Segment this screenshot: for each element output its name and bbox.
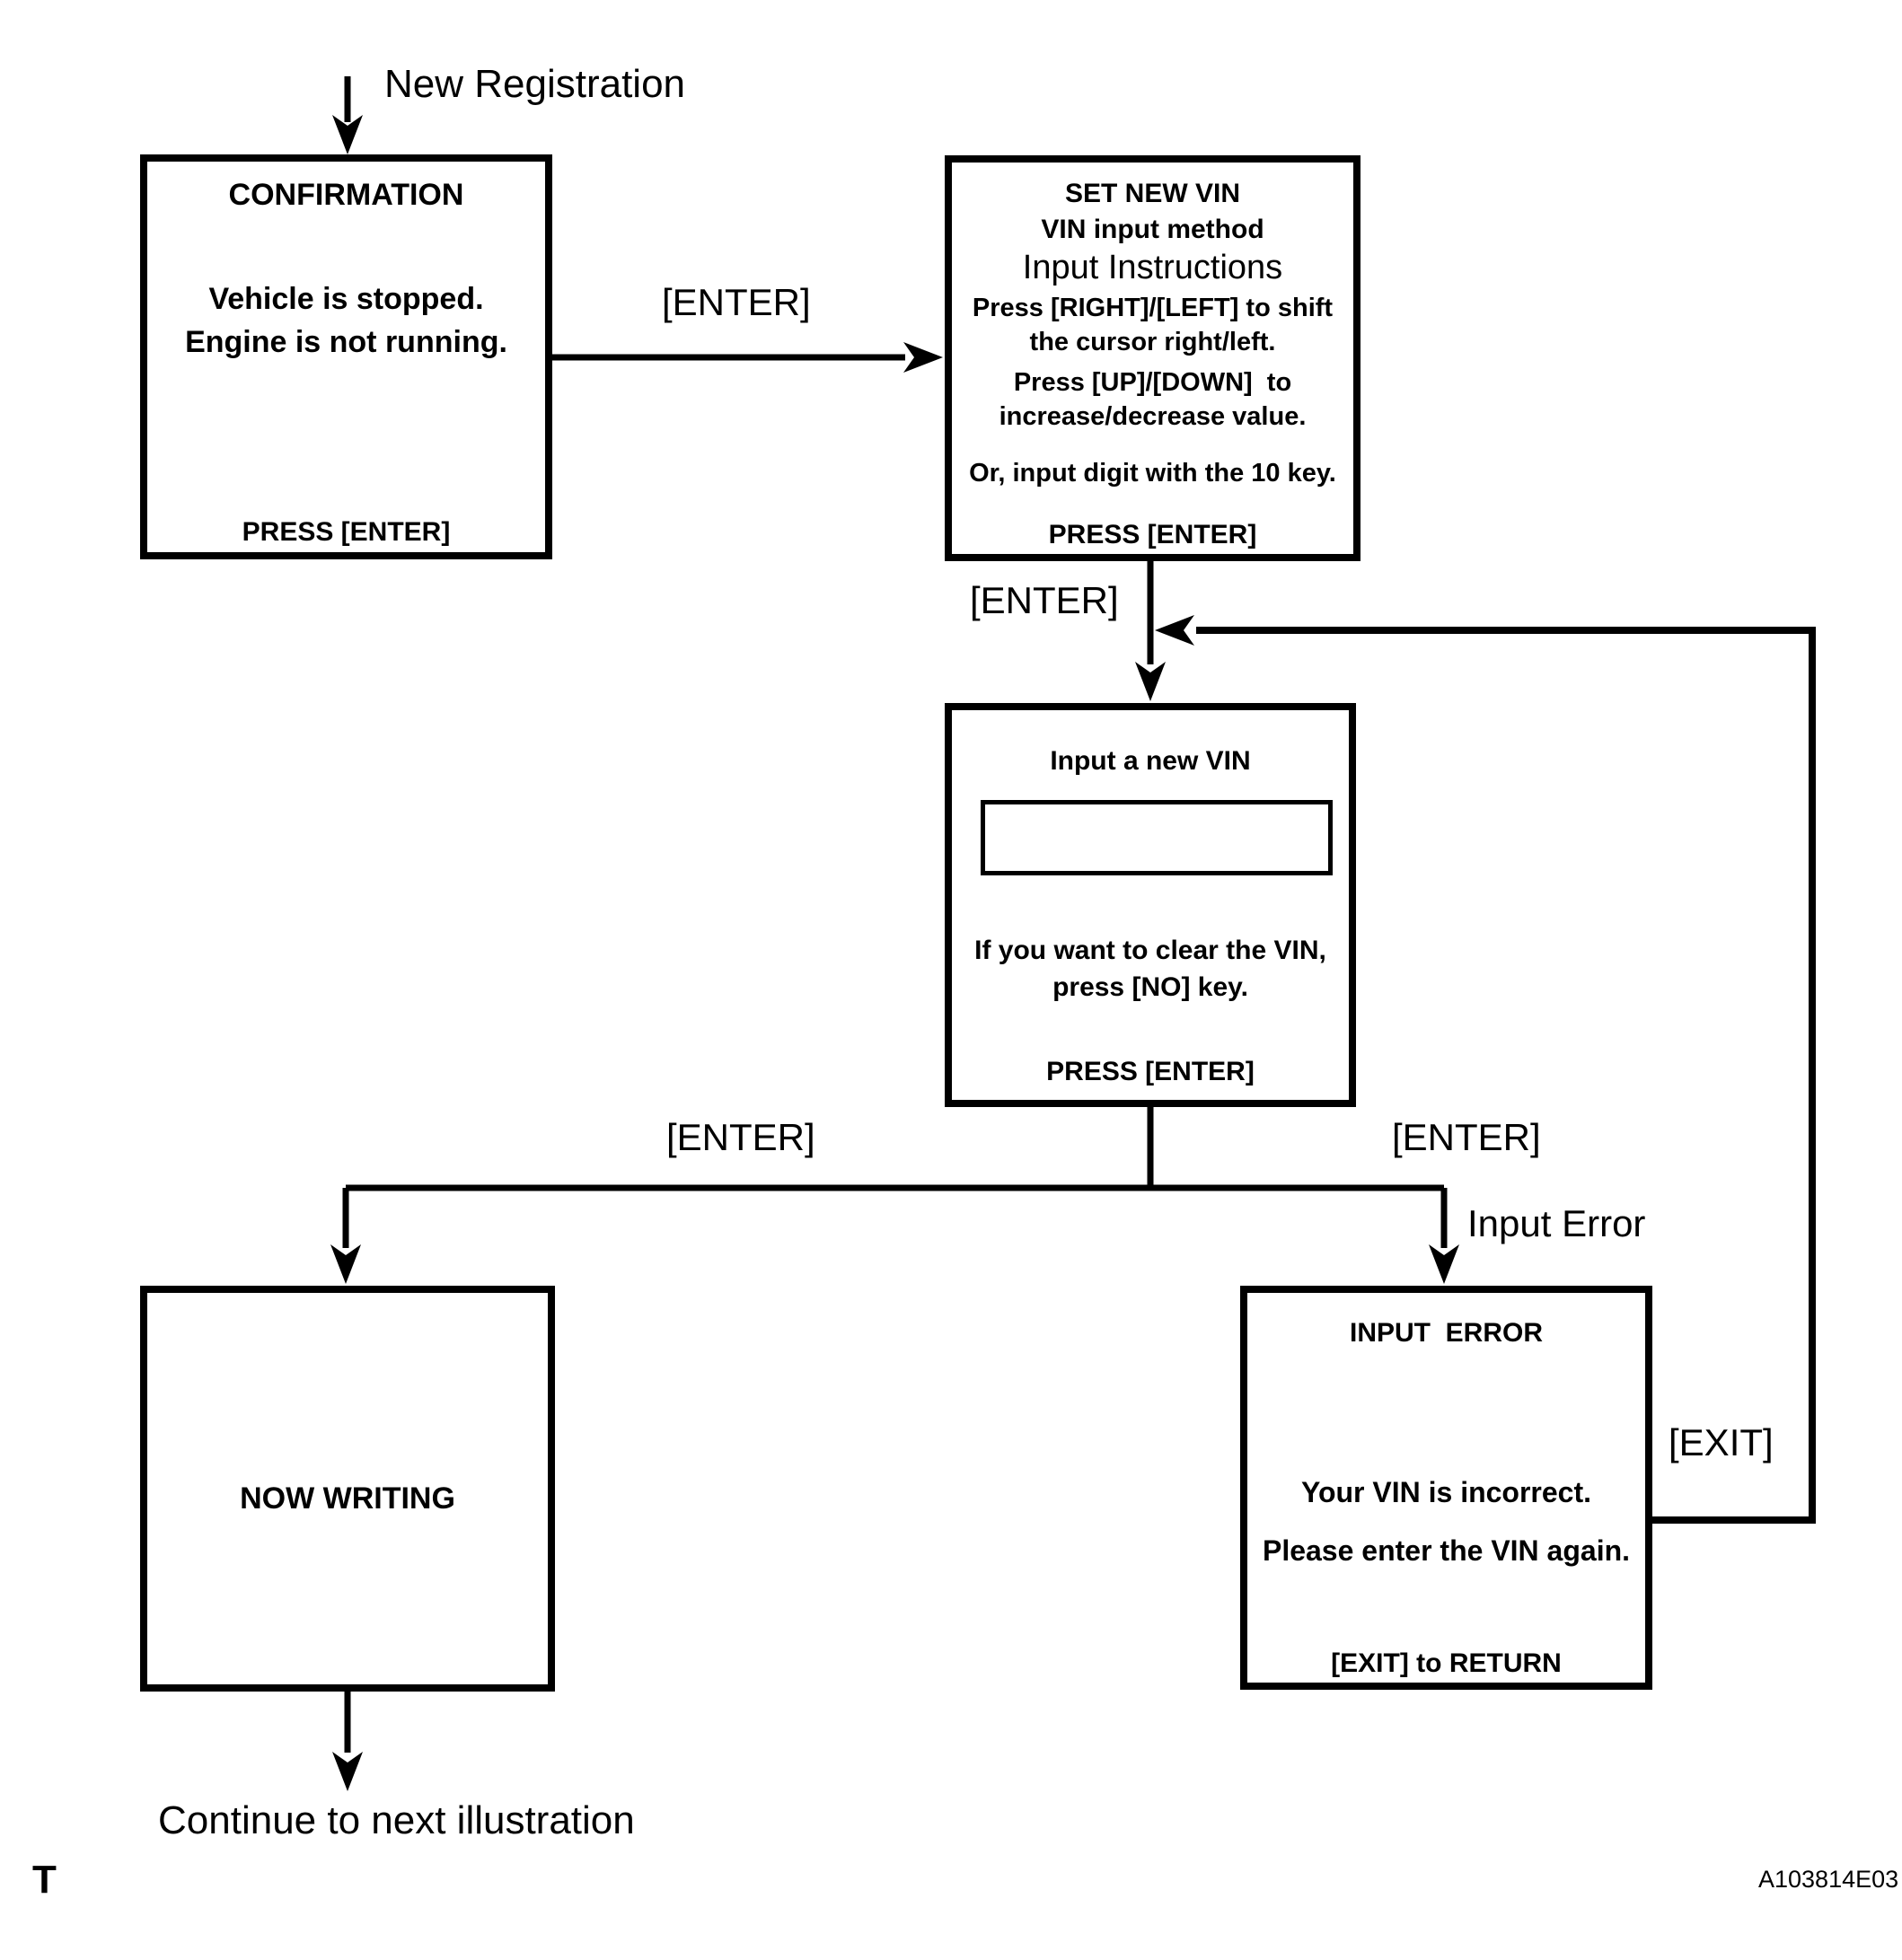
entry-arrowhead — [332, 115, 363, 154]
enter-label-mid: [ENTER] — [970, 579, 1119, 621]
continue-arrowhead — [332, 1752, 363, 1791]
input-vin-box: Input a new VIN If you want to clear the… — [945, 703, 1356, 1107]
set-new-vin-footer: PRESS [ENTER] — [1048, 520, 1257, 549]
enter-label-branch-right: [ENTER] — [1392, 1116, 1541, 1158]
set-new-vin-line3: Press [UP]/[DOWN] to — [1013, 368, 1292, 397]
branch-left-arrowhead — [330, 1244, 361, 1284]
enter-label-top: [ENTER] — [662, 281, 811, 323]
set-new-vin-line5: Or, input digit with the 10 key. — [969, 459, 1336, 488]
branch-right-arrowhead — [1429, 1244, 1459, 1284]
input-vin-footer: PRESS [ENTER] — [1046, 1057, 1255, 1086]
corner-t-label: T — [32, 1858, 57, 1902]
confirmation-line1: Vehicle is stopped. — [208, 282, 484, 316]
input-error-line2: Please enter the VIN again. — [1262, 1534, 1631, 1567]
input-error-box: INPUT ERROR Your VIN is incorrect. Pleas… — [1240, 1286, 1652, 1690]
figure-code-label: A103814E03 — [1758, 1866, 1899, 1893]
confirmation-footer: PRESS [ENTER] — [242, 517, 451, 547]
confirmation-title: CONFIRMATION — [228, 178, 464, 212]
enter-label-branch-left: [ENTER] — [666, 1116, 815, 1158]
confirmation-box: CONFIRMATION Vehicle is stopped. Engine … — [140, 154, 552, 559]
now-writing-title: NOW WRITING — [240, 1481, 455, 1516]
exit-feedback-arrowhead — [1155, 615, 1194, 646]
input-error-label: Input Error — [1467, 1202, 1646, 1244]
input-error-footer: [EXIT] to RETURN — [1331, 1648, 1562, 1678]
confirmation-line2: Engine is not running. — [185, 325, 507, 359]
continue-label: Continue to next illustration — [158, 1798, 635, 1842]
exit-label: [EXIT] — [1669, 1421, 1774, 1463]
set-new-vin-title: SET NEW VIN — [1064, 179, 1240, 208]
input-error-line1: Your VIN is incorrect. — [1300, 1476, 1592, 1508]
set-new-vin-subtitle: VIN input method — [1041, 215, 1264, 244]
input-error-title: INPUT ERROR — [1349, 1318, 1543, 1348]
input-vin-line2: press [NO] key. — [1052, 972, 1248, 1002]
set-new-vin-box: SET NEW VIN VIN input method Input Instr… — [945, 155, 1360, 561]
set-new-vin-line4: increase/decrease value. — [999, 402, 1307, 431]
set-new-vin-heading: Input Instructions — [1022, 249, 1283, 286]
enter-arrowhead-mid — [1135, 662, 1166, 701]
enter-arrowhead-top — [903, 342, 943, 373]
input-vin-title: Input a new VIN — [1050, 746, 1251, 776]
entry-label: New Registration — [384, 62, 686, 106]
input-vin-line1: If you want to clear the VIN, — [974, 936, 1326, 965]
now-writing-box: NOW WRITING — [140, 1286, 555, 1692]
exit-feedback-line — [1196, 627, 1816, 1524]
set-new-vin-line1: Press [RIGHT]/[LEFT] to shift — [972, 294, 1334, 322]
vin-input-field[interactable] — [981, 800, 1333, 875]
set-new-vin-line2: the cursor right/left. — [1029, 328, 1276, 356]
